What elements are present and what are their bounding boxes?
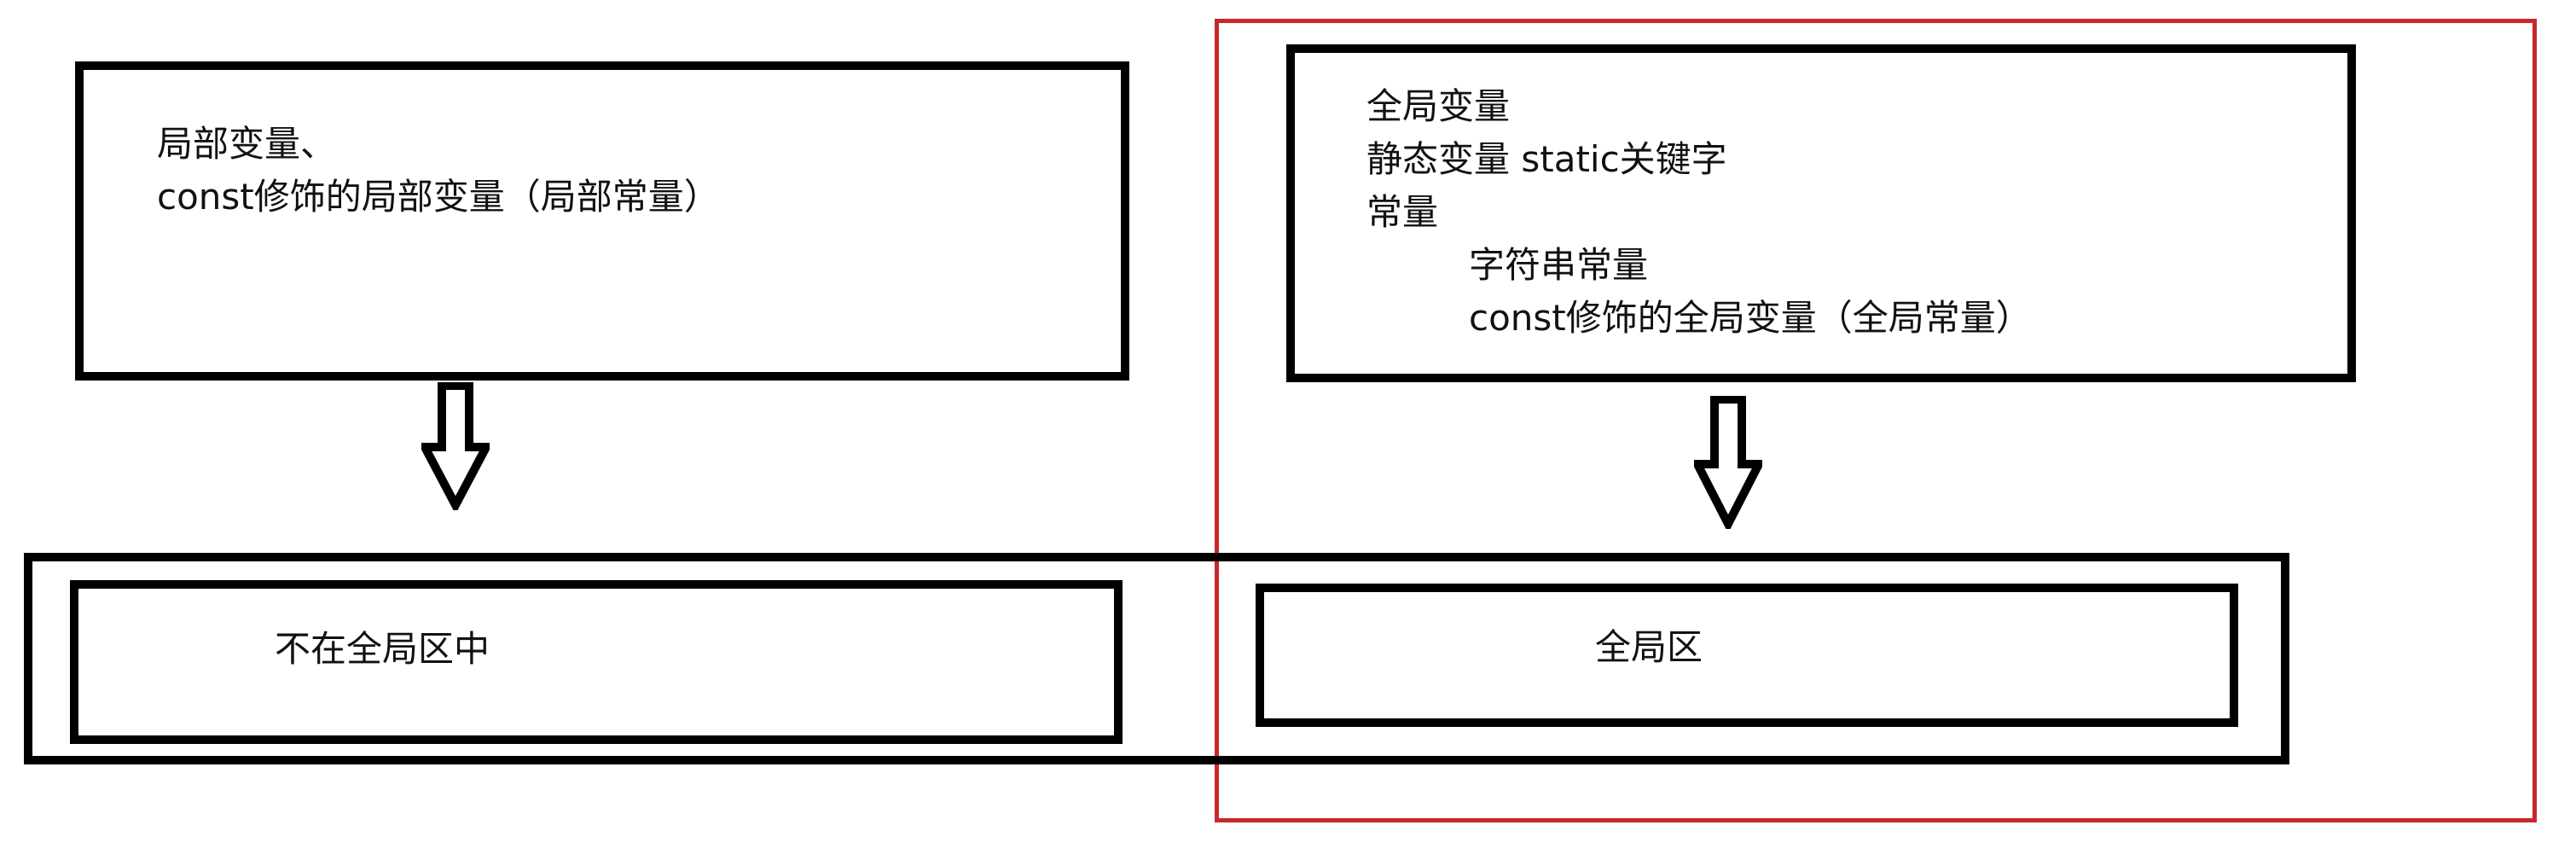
memory-regions-container — [24, 553, 2289, 764]
global-variables-line-2: 静态变量 static关键字 — [1366, 138, 1727, 180]
global-area-highlight-frame — [1215, 19, 2537, 822]
global-area-label: 全局区 — [1595, 626, 1703, 668]
local-variables-line-1: 局部变量、 — [157, 123, 337, 165]
global-variables-line-5: const修饰的全局变量（全局常量） — [1469, 297, 2032, 339]
global-variables-line-4: 字符串常量 — [1469, 244, 1649, 286]
local-variables-box — [75, 61, 1129, 381]
right-down-arrow-icon — [1694, 396, 1762, 529]
left-down-arrow-icon — [421, 382, 490, 510]
global-area-box — [1256, 584, 2238, 727]
non-global-area-box — [70, 580, 1123, 744]
global-variables-box — [1286, 44, 2356, 382]
global-variables-line-1: 全局变量 — [1366, 85, 1511, 127]
global-variables-line-3: 常量 — [1366, 191, 1439, 233]
non-global-area-label: 不在全局区中 — [275, 628, 490, 670]
local-variables-line-2: const修饰的局部变量（局部常量） — [157, 176, 720, 218]
